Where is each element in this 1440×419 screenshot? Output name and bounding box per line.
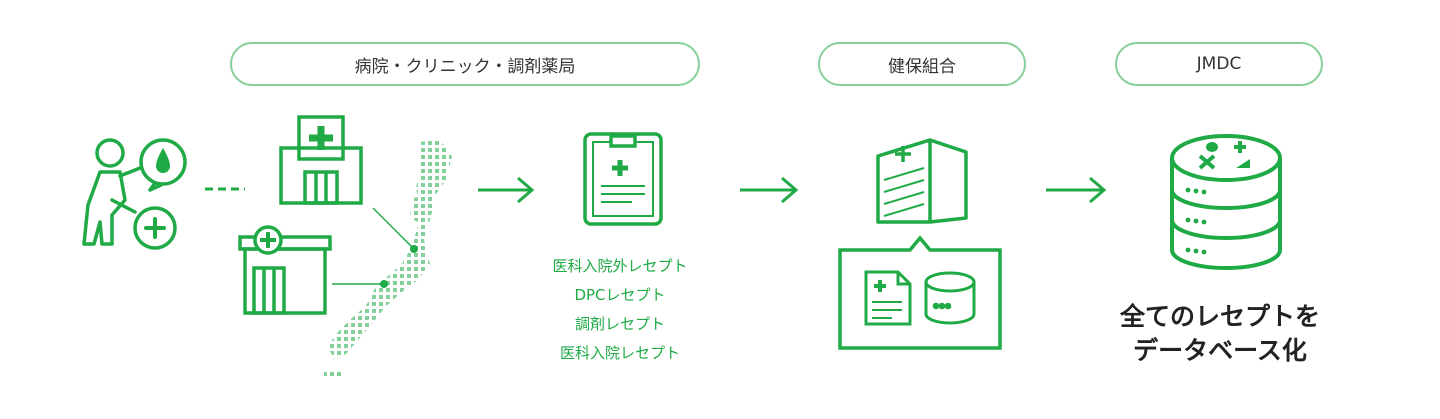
receipt-type-item: 医科入院レセプト — [559, 344, 680, 362]
database-icon — [924, 271, 976, 325]
patient-icon — [82, 138, 187, 250]
japan-map-icon — [324, 140, 452, 378]
stage-label-insurer-text: 健保組合 — [888, 56, 956, 77]
arrow-right-icon — [1046, 176, 1107, 204]
receipt-type-item: 調剤レセプト — [574, 315, 665, 333]
receipt-type-list: 医科入院外レセプト DPCレセプト 調剤レセプト 医科入院レセプト — [520, 252, 720, 368]
result-line-1: 全てのレセプトを — [1119, 302, 1320, 331]
stage-label-insurer: 健保組合 — [818, 42, 1026, 86]
stage-label-jmdc: JMDC — [1115, 42, 1323, 86]
map-pointer-line — [372, 207, 413, 248]
arrow-right-icon — [478, 176, 535, 204]
hospital-icon — [279, 115, 363, 205]
arrow-right-icon — [740, 176, 799, 204]
database-icon — [1170, 134, 1282, 270]
receipt-type-item: DPCレセプト — [574, 286, 666, 304]
receipt-type-item: 医科入院外レセプト — [552, 257, 688, 275]
document-icon — [864, 270, 912, 326]
result-caption: 全てのレセプトを データベース化 — [1085, 300, 1355, 368]
insurer-building-icon — [876, 138, 968, 224]
receipt-icon — [583, 132, 663, 226]
map-pointer-dot — [410, 245, 418, 253]
stage-label-providers: 病院・クリニック・調剤薬局 — [230, 42, 700, 86]
insurer-data-box — [838, 235, 1002, 350]
stage-label-jmdc-text: JMDC — [1196, 54, 1242, 74]
map-pointer-dot — [380, 280, 388, 288]
stage-label-providers-text: 病院・クリニック・調剤薬局 — [354, 56, 576, 77]
result-line-2: データベース化 — [1133, 336, 1307, 365]
clinic-icon — [238, 225, 332, 315]
